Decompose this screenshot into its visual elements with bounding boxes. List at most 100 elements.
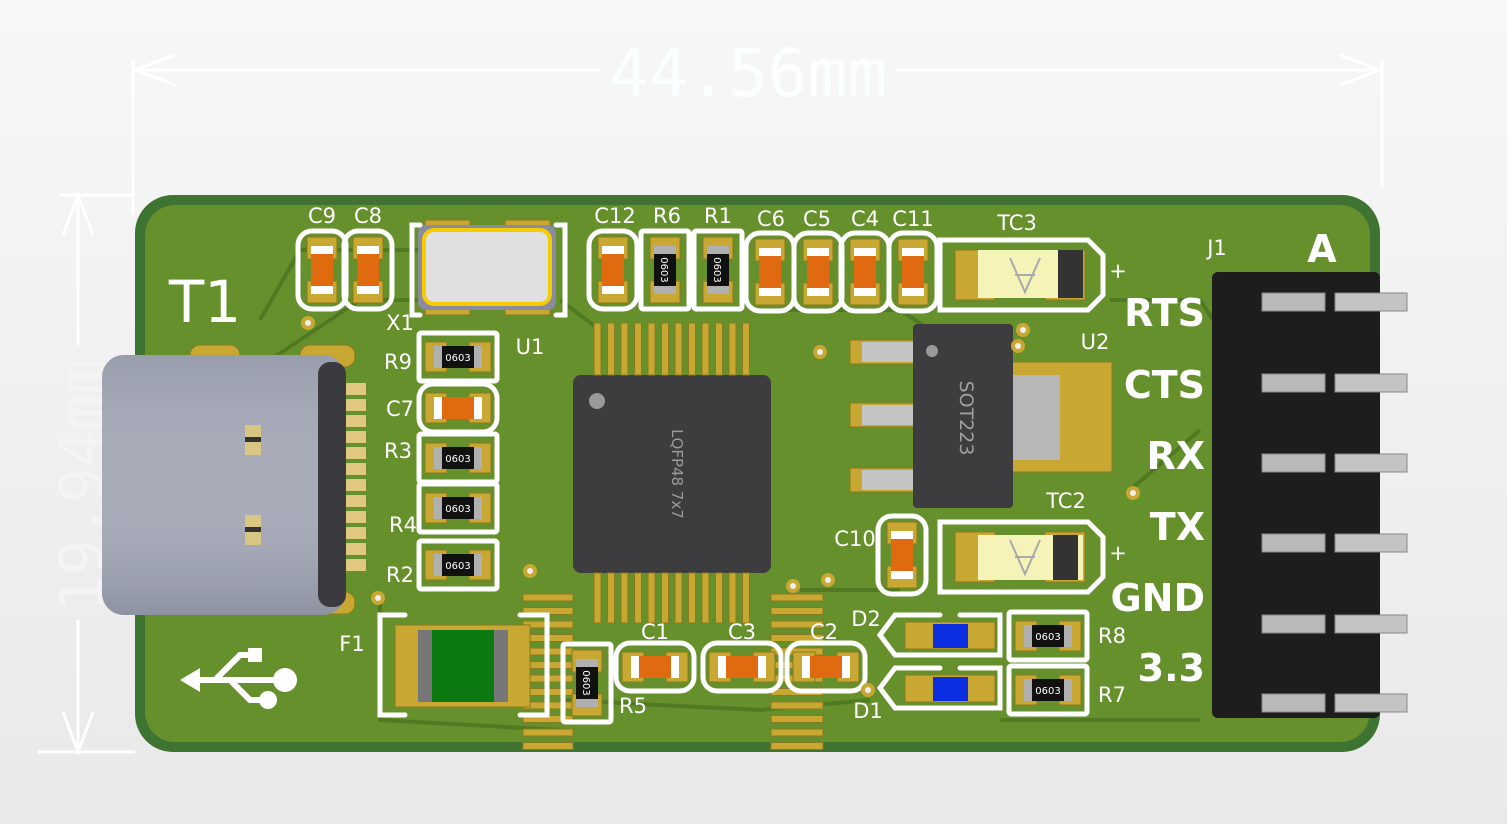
pin-label-tx: TX (1150, 505, 1205, 549)
usb-pin (346, 399, 366, 411)
pin-labels: RTS CTS RX TX GND 3.3 (1110, 291, 1205, 690)
usb-pin (346, 447, 366, 459)
component-r3: 0603 (416, 431, 500, 485)
ic-pin (607, 572, 615, 624)
ic-pin (770, 701, 824, 710)
component-r6: 0603 (638, 228, 692, 312)
ic-pin (728, 322, 737, 376)
usb-pin (346, 511, 366, 523)
ref-U1: U1 (516, 335, 545, 359)
ic-pin (634, 572, 642, 624)
via-hole (1015, 343, 1021, 349)
header-pin (1334, 693, 1408, 713)
usb-icon (180, 648, 297, 709)
ref-R4: R4 (389, 513, 417, 537)
ic-pin (688, 572, 696, 624)
ref-C8: C8 (354, 204, 382, 228)
ic-pin (715, 572, 723, 624)
tantalum-tc3 (937, 237, 1106, 313)
component-c1 (613, 640, 697, 694)
component-r2: 0603 (416, 538, 500, 592)
header-pin (1261, 373, 1326, 393)
ref-R6: R6 (653, 204, 681, 228)
via-hole (825, 577, 831, 583)
ref-C5: C5 (803, 207, 831, 231)
ic-pin (770, 728, 824, 737)
ref-D1: D1 (853, 699, 883, 723)
via-hole (305, 320, 311, 326)
via-hole (1130, 490, 1136, 496)
pin1-marker: A (1307, 227, 1337, 271)
ref-C4: C4 (851, 207, 879, 231)
ic-pin (742, 322, 750, 376)
via-hole (865, 687, 871, 693)
ref-C12: C12 (594, 204, 635, 228)
pin-label-rts: RTS (1124, 291, 1205, 335)
ic-pin (522, 742, 574, 750)
component-c11 (886, 230, 940, 314)
pin-label-rx: RX (1146, 434, 1205, 478)
component-r9: 0603 (416, 330, 500, 384)
ref-C7: C7 (386, 397, 414, 421)
package-marking: 0603 (658, 257, 669, 282)
ic-pin (522, 593, 574, 602)
crystal-x1 (409, 219, 568, 318)
component-c12 (586, 228, 640, 312)
usb-pin (346, 495, 366, 507)
ic-pin (593, 322, 602, 376)
ref-R1: R1 (704, 204, 732, 228)
package-marking: 0603 (445, 504, 470, 515)
ref-C9: C9 (308, 204, 336, 228)
component-r4: 0603 (416, 481, 500, 535)
ic-marking: LQFP48 7x7 (668, 429, 686, 519)
component-r7: 0603 (1006, 663, 1090, 717)
ic-pin (770, 593, 824, 602)
ref-C10: C10 (834, 527, 875, 551)
component-r1: 0603 (691, 228, 745, 312)
component-c6 (743, 230, 797, 314)
ic-pin (770, 620, 824, 629)
ic-pin (688, 322, 696, 376)
ref-R9: R9 (384, 350, 412, 374)
ic-pin (607, 322, 615, 376)
header-pin (1334, 292, 1408, 312)
led-d1 (876, 665, 1003, 711)
ic-pin (701, 572, 710, 624)
component-c5 (791, 230, 845, 314)
component-c7 (416, 381, 500, 435)
usb-pin (346, 383, 366, 395)
ref-D2: D2 (851, 607, 881, 631)
ic-pin (593, 572, 602, 624)
header-pin (1334, 453, 1408, 473)
ic-pin (661, 322, 669, 376)
ic-pin (647, 322, 656, 376)
sot223-regulator (849, 324, 1113, 508)
tantalum-tc2 (937, 519, 1106, 595)
pin-label-3v3: 3.3 (1138, 646, 1205, 690)
header-pin (1261, 533, 1326, 553)
ref-R3: R3 (384, 439, 412, 463)
ic-pin (701, 322, 710, 376)
header-pin (1334, 373, 1408, 393)
ic-pin (620, 322, 629, 376)
regulator-marking: SOT223 (955, 381, 977, 456)
ic-pin (742, 572, 750, 624)
via-hole (1020, 327, 1026, 333)
usb-pin (346, 543, 366, 555)
component-c3 (700, 640, 784, 694)
usb-pin (346, 479, 366, 491)
fuse-f1 (377, 612, 550, 718)
ic-pin (674, 572, 683, 624)
via-hole (527, 568, 533, 574)
usb-pin (346, 415, 366, 427)
usb-pin (346, 559, 366, 571)
ref-F1: F1 (339, 632, 364, 656)
component-r8: 0603 (1006, 609, 1090, 663)
ic-pin (522, 728, 574, 737)
ic-pin (661, 572, 669, 624)
usb-pin (346, 431, 366, 443)
ref-U2: U2 (1081, 330, 1110, 354)
ic-pin (647, 572, 656, 624)
component-c4 (838, 230, 892, 314)
